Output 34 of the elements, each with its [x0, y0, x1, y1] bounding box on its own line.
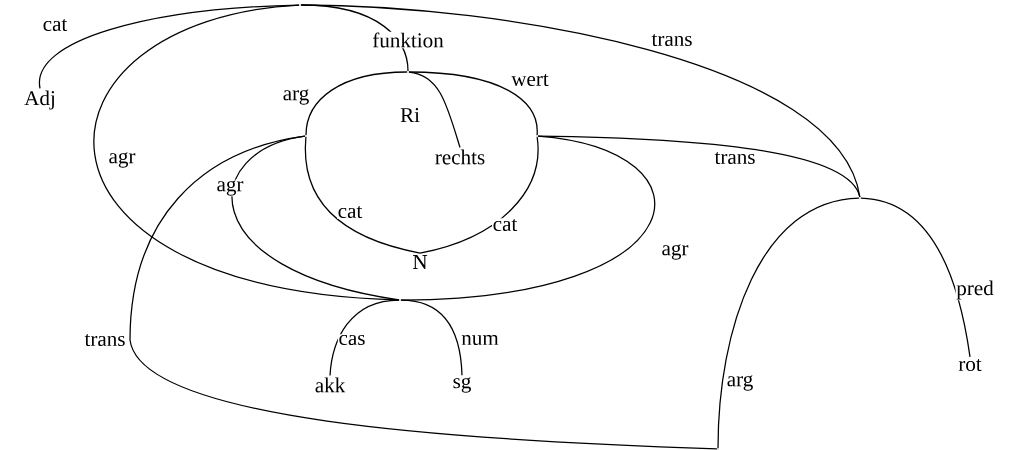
edge-label: arg [726, 374, 754, 392]
edge-label: agr [107, 151, 137, 169]
edge-label: cat [42, 18, 68, 32]
edge-label: pred [955, 279, 995, 301]
edge-label: trans [83, 333, 127, 347]
arc [408, 71, 538, 136]
value-label: akk [315, 377, 346, 393]
edge-label: agr [660, 243, 690, 261]
arc [305, 71, 408, 136]
arc [39, 4, 300, 90]
edge-label: cat [337, 205, 363, 219]
edge-label: Ri [399, 107, 421, 123]
arc [860, 197, 971, 358]
edge-label: funktion [371, 31, 445, 49]
edge-label: cas [337, 334, 367, 346]
arc [304, 136, 421, 254]
value-label: rot [958, 359, 982, 372]
value-label: rechts [435, 149, 485, 165]
arc [419, 136, 539, 254]
arc [129, 135, 718, 450]
arc [329, 299, 400, 377]
edge-label: wert [510, 73, 550, 87]
value-label: sg [453, 377, 471, 393]
arc [400, 299, 463, 376]
edge-label: trans [650, 33, 694, 47]
arc [537, 135, 861, 198]
value-label: N [413, 255, 428, 269]
arc [717, 197, 860, 449]
value-label: Adj [24, 90, 54, 110]
edge-label: trans [713, 151, 757, 165]
edge-label: num [460, 334, 500, 346]
edge-label: agr [215, 179, 245, 197]
edge-label: cat [492, 218, 518, 232]
edge-label: arg [282, 88, 310, 106]
